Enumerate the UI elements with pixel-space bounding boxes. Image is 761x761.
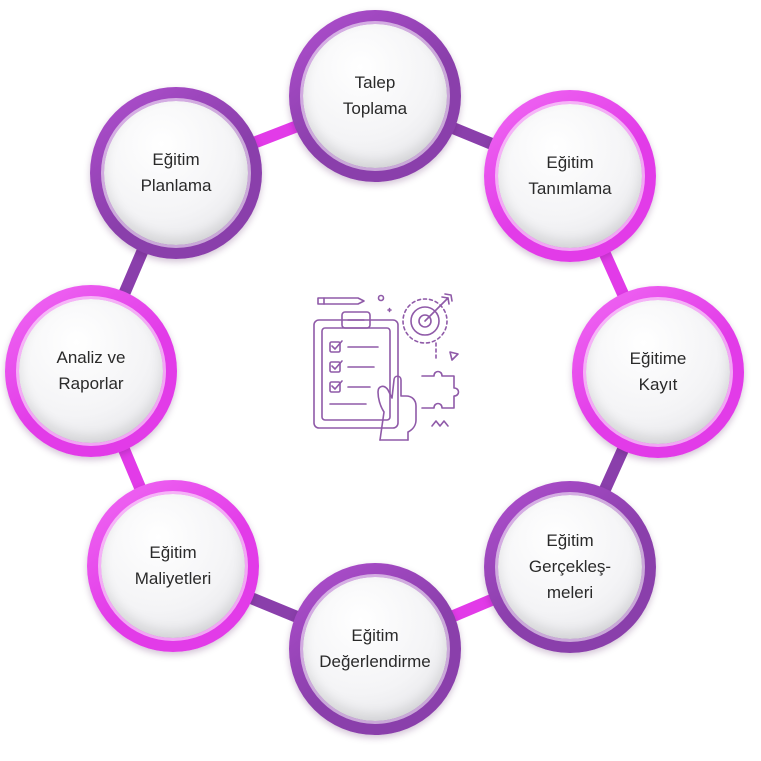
- step-node-egitime-kayit: Eğitime Kayıt: [572, 286, 744, 458]
- node-label-line: Eğitim: [546, 528, 593, 554]
- node-face: Eğitim Maliyetleri: [101, 494, 245, 638]
- node-label-line: Talep: [355, 70, 396, 96]
- clipboard-checklist-target-puzzle-icon: [308, 288, 464, 444]
- step-node-egitim-degerlendirme: Eğitim Değerlendirme: [289, 563, 461, 735]
- node-face: Eğitim Gerçekleş- meleri: [498, 495, 642, 639]
- node-label-line: Toplama: [343, 96, 407, 122]
- node-label-line: Raporlar: [58, 371, 123, 397]
- step-node-talep-toplama: Talep Toplama: [289, 10, 461, 182]
- node-face: Eğitim Tanımlama: [498, 104, 642, 248]
- step-node-egitim-planlama: Eğitim Planlama: [90, 87, 262, 259]
- node-label-line: Değerlendirme: [319, 649, 431, 675]
- node-face: Analiz ve Raporlar: [19, 299, 163, 443]
- node-label-line: Maliyetleri: [135, 566, 212, 592]
- node-label-line: meleri: [547, 580, 593, 606]
- node-label-line: Gerçekleş-: [529, 554, 611, 580]
- step-node-analiz-ve-raporlar: Analiz ve Raporlar: [5, 285, 177, 457]
- node-face: Eğitim Planlama: [104, 101, 248, 245]
- node-label-line: Planlama: [141, 173, 212, 199]
- node-face: Talep Toplama: [303, 24, 447, 168]
- node-face: Eğitim Değerlendirme: [303, 577, 447, 721]
- step-node-egitim-maliyetleri: Eğitim Maliyetleri: [87, 480, 259, 652]
- node-label-line: Eğitim: [351, 623, 398, 649]
- node-label-line: Eğitim: [149, 540, 196, 566]
- node-label-line: Eğitime: [630, 346, 687, 372]
- node-label-line: Eğitim: [152, 147, 199, 173]
- node-label-line: Eğitim: [546, 150, 593, 176]
- step-node-egitim-gerceklesmeleri: Eğitim Gerçekleş- meleri: [484, 481, 656, 653]
- node-label-line: Analiz ve: [57, 345, 126, 371]
- node-label-line: Tanımlama: [528, 176, 611, 202]
- node-face: Eğitime Kayıt: [586, 300, 730, 444]
- step-node-egitim-tanimlama: Eğitim Tanımlama: [484, 90, 656, 262]
- node-label-line: Kayıt: [639, 372, 678, 398]
